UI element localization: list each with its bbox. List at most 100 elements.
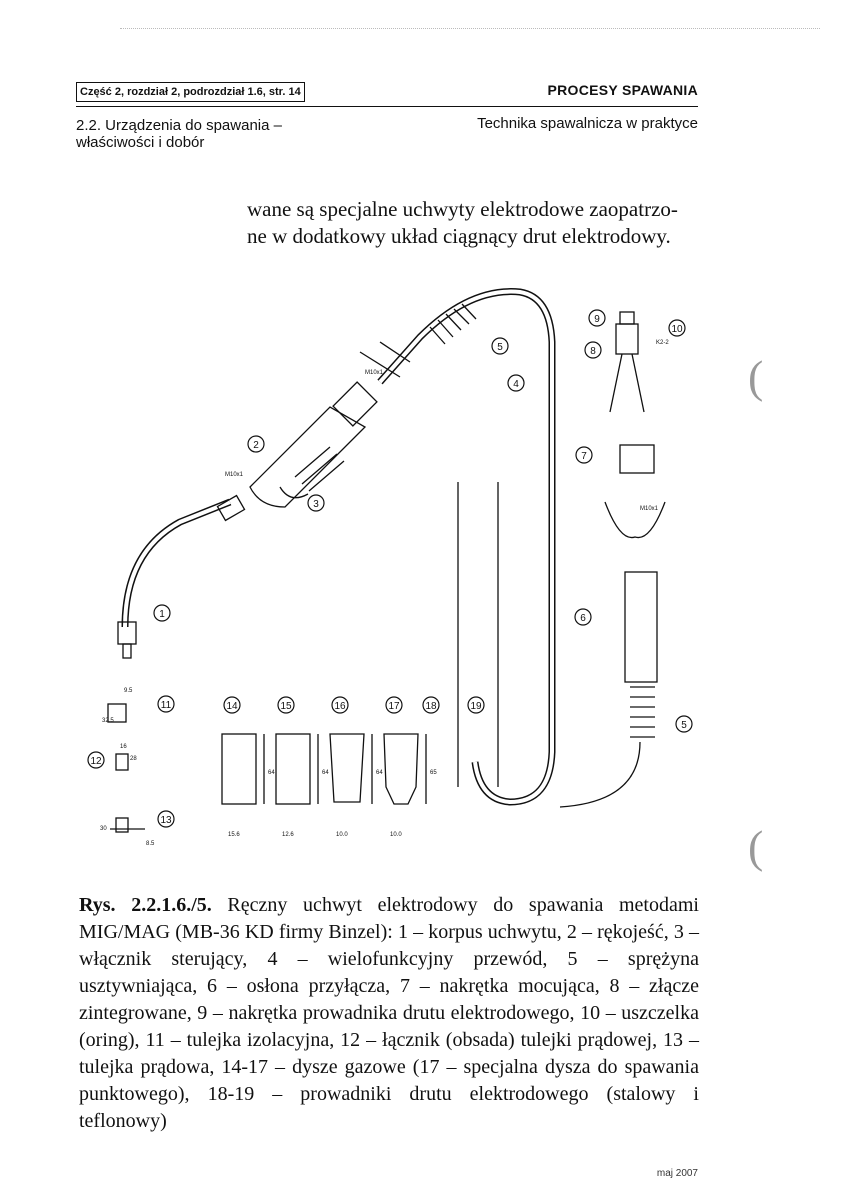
callout-7: 7 [581,451,587,462]
header-divider [76,106,698,107]
dim-13-a: 30 [100,826,107,832]
insulating-sleeve [107,703,127,723]
figure-linework [107,288,666,833]
publication-title: Technika spawalnicza w praktyce [477,115,698,132]
callout-circle [153,604,171,622]
torch-neck-inner [123,500,231,628]
page-footer-date: maj 2007 [656,1168,698,1179]
multi-cable-inner [378,289,554,805]
callout-5b: 5 [681,720,687,731]
handle-rear-cap [332,381,378,427]
contact-tip-part [115,817,129,833]
rear-cable [559,741,641,808]
callout-circle [307,494,325,512]
callout-16: 16 [334,701,346,712]
integrated-connector [615,323,639,355]
callout-5: 5 [497,342,503,353]
caption-text: Ręczny uchwyt elektrodowy do spawania me… [79,894,699,1132]
callout-circle [584,341,602,359]
multi-cable [377,288,556,806]
torch-neck [121,498,232,628]
gas-nozzle-14 [221,733,257,805]
connector-cover [624,571,658,683]
subsection-heading-line1: 2.2. Urządzenia do spawania – [76,117,282,134]
callout-12: 12 [90,756,102,767]
connector-type-label: K2-2 [656,340,669,346]
rear-spring [630,686,655,738]
callout-circle [157,695,175,713]
callout-11: 11 [161,700,172,711]
intro-line-1: wane są specjalne uchwyty elektrodowe za… [247,197,678,221]
dim-15-width: 12.6 [282,832,294,838]
dim-16-width: 10.0 [336,832,348,838]
callout-circle [331,696,349,714]
callout-8: 8 [590,346,596,357]
callout-circle [575,446,593,464]
callout-circle [507,374,525,392]
mounting-nut [619,444,655,474]
callout-circle [223,696,241,714]
callout-circle [247,435,265,453]
intro-paragraph: wane są specjalne uchwyty elektrodowe za… [247,196,707,250]
callout-14: 14 [226,701,238,712]
callout-6: 6 [580,613,586,624]
dim-14-width: 15.6 [228,832,240,838]
callout-circle [157,810,175,828]
callout-circle [668,319,686,337]
dim-17-height: 65 [430,770,437,776]
dim-15-height: 64 [322,770,329,776]
connector-leads [609,353,645,413]
callout-19: 19 [470,701,482,712]
callout-circle [467,696,485,714]
thread-label-1: M10x1 [365,370,384,376]
contact-tip-holder [115,753,129,771]
dim-17-width: 10.0 [390,832,402,838]
thread-label-3: M10x1 [640,506,659,512]
connector-cover-wires [604,501,666,539]
callout-circle [422,696,440,714]
scan-artifact-line [120,28,820,29]
callout-circle [491,337,509,355]
dim-12-a: 28 [130,756,137,762]
callout-13: 13 [160,815,172,826]
callout-18: 18 [425,701,437,712]
gas-nozzle-16 [329,733,365,803]
dim-16-height: 64 [376,770,383,776]
guide-nut [619,311,635,325]
callout-circle [574,608,592,626]
dim-14-height: 64 [268,770,275,776]
callout-circle [588,309,606,327]
neck-nut [216,494,246,522]
callout-17: 17 [388,701,400,712]
handle-grip-lines [294,446,345,492]
figure-caption: Rys. 2.2.1.6./5. Ręczny uchwyt elektrodo… [79,892,699,1135]
caption-label: Rys. 2.2.1.6./5. [79,894,212,916]
intro-line-2: ne w dodatkowy układ ciągnący drut elekt… [247,224,671,248]
subsection-heading-line2: właściwości i dobór [76,134,205,151]
callout-circle [87,751,105,769]
callout-circle [675,715,693,733]
callout-15: 15 [280,701,292,712]
subsection-heading: 2.2. Urządzenia do spawania – właściwośc… [76,117,282,151]
welding-torch-figure: 1 2 3 4 5 5 6 7 8 9 10 11 12 13 14 15 16… [87,288,693,847]
callout-1: 1 [159,609,165,620]
callout-circles [87,309,693,828]
callout-circle [385,696,403,714]
trigger [279,486,309,499]
callout-4: 4 [513,379,519,390]
torch-handle [249,406,367,508]
scan-bracket-mark: ( [748,821,764,872]
callout-numbers: 1 2 3 4 5 5 6 7 8 9 10 11 12 13 14 15 16… [90,314,687,826]
gas-nozzle-17 [383,733,419,805]
chapter-reference: Część 2, rozdział 2, podrozdział 1.6, st… [76,82,305,102]
callout-circle [277,696,295,714]
callout-10: 10 [671,324,683,335]
callout-3: 3 [313,499,319,510]
gas-nozzle-15 [275,733,311,805]
contact-tip [122,643,132,659]
thread-label-2: M10x1 [225,472,244,478]
dim-11-height: 32.5 [102,718,114,724]
callout-9: 9 [594,314,600,325]
stiffening-spring [429,303,477,345]
dim-12-b: 16 [120,744,127,750]
